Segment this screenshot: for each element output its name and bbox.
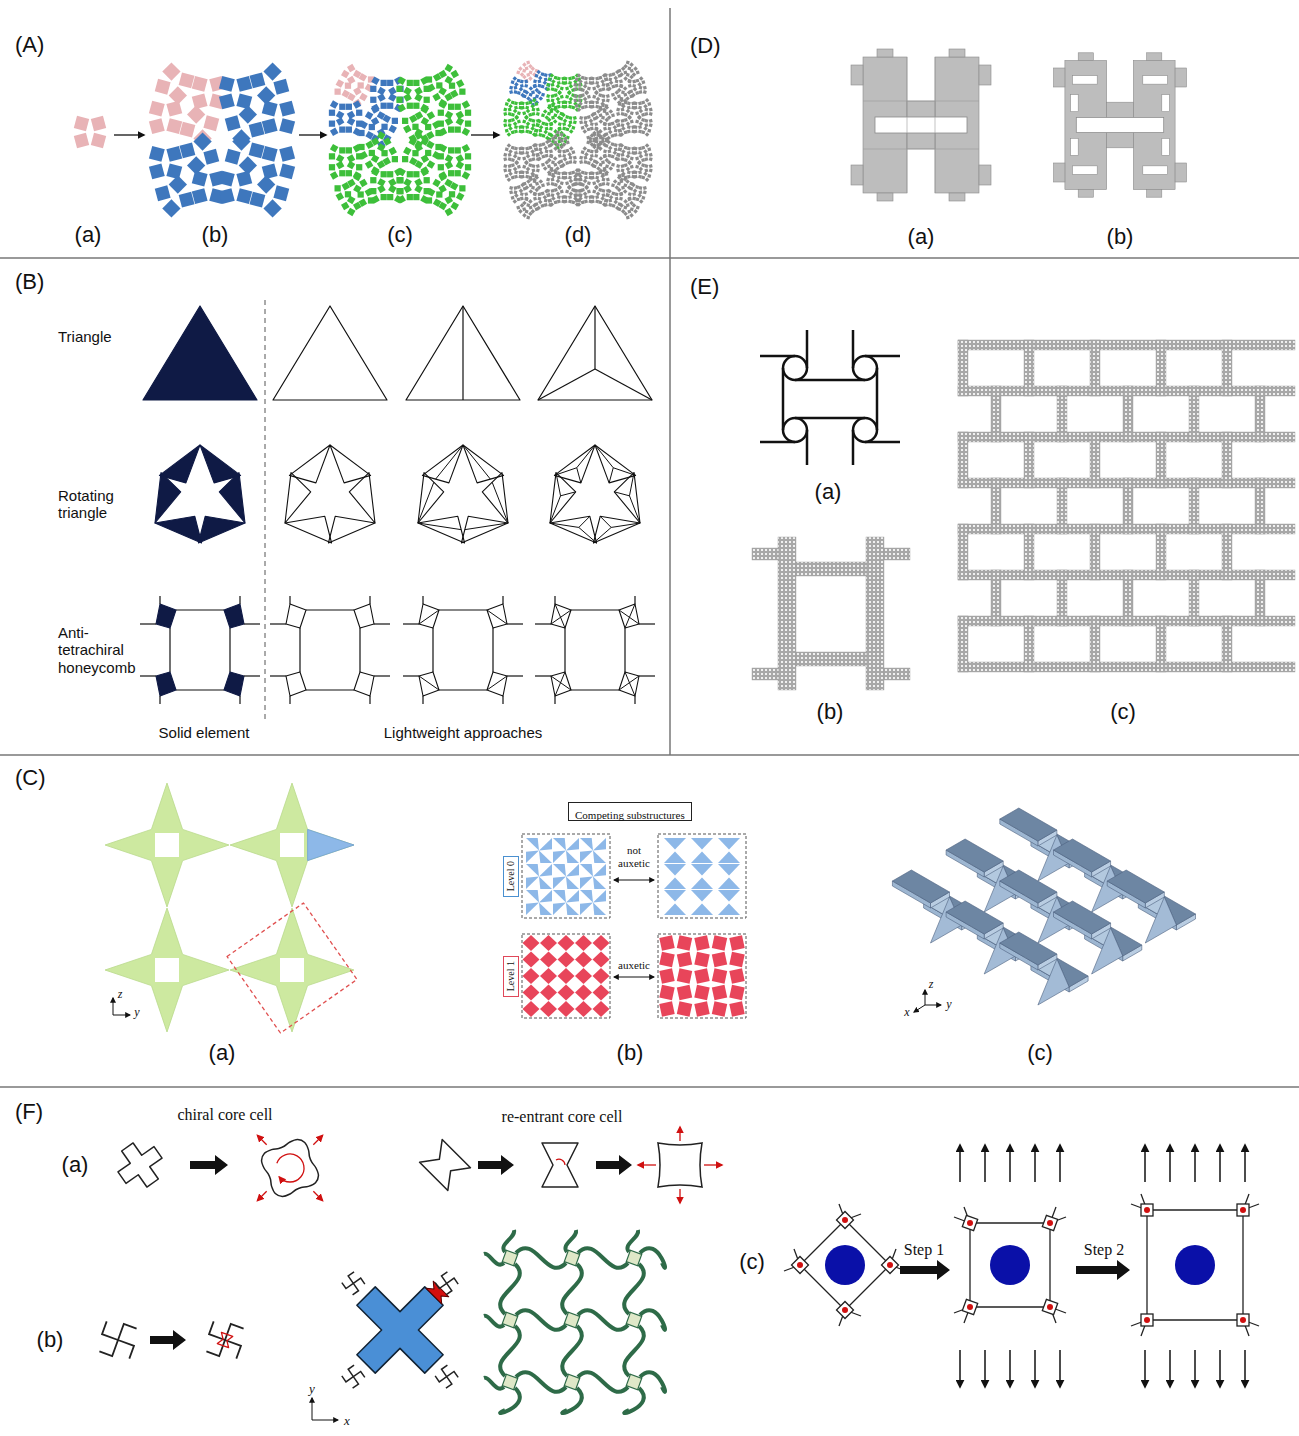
figure-stage: (A)(a)(b)(c)(d)(D)(a)(b)(B)TriangleRotat… [0, 0, 1299, 1436]
